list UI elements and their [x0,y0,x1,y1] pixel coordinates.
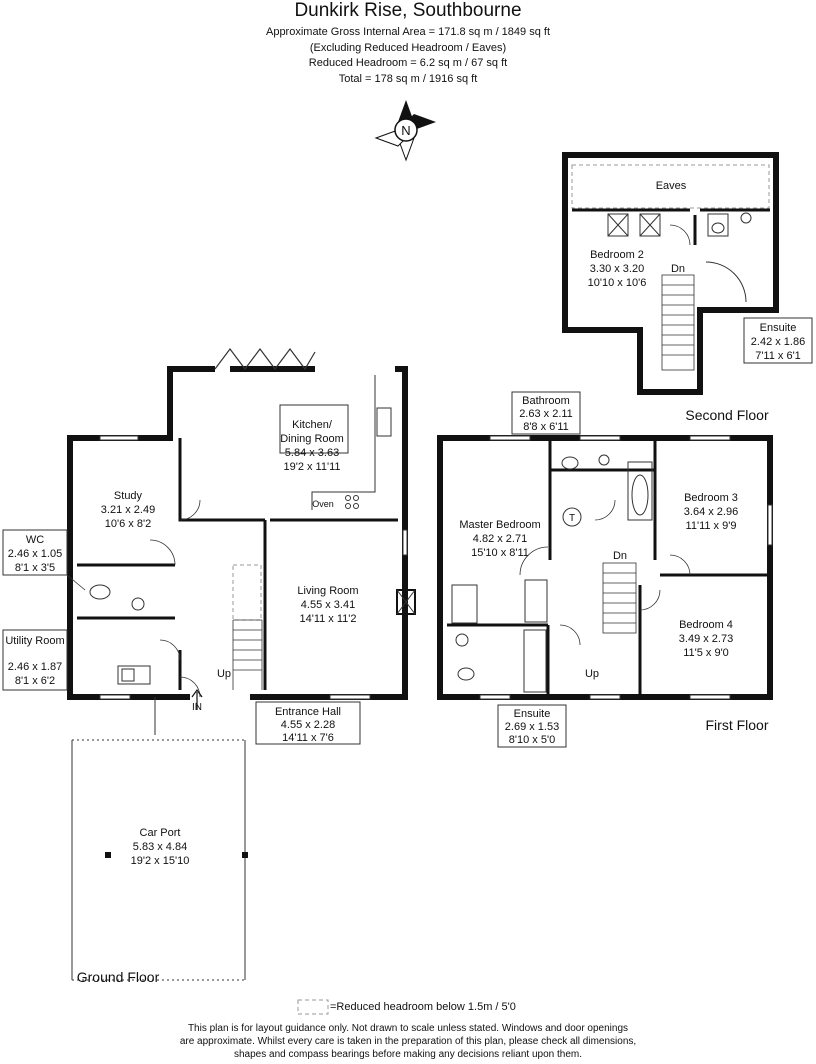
bedroom4-imperial: 11'5 x 9'0 [683,647,729,659]
master-metric: 4.82 x 2.71 [473,533,527,545]
second-floor-label: Second Floor [685,407,769,423]
first-floor-label: First Floor [706,717,769,733]
first-up-label: Up [585,668,599,680]
living-label: Living Room [297,585,358,597]
bathroom-imperial: 8'8 x 6'11 [523,421,569,433]
area-gross: Approximate Gross Internal Area = 171.8 … [265,26,550,38]
area-excluding: (Excluding Reduced Headroom / Eaves) [309,41,507,54]
utility-metric: 2.46 x 1.87 [8,661,62,673]
oven-label: Oven [312,499,334,509]
utility-imperial: 8'1 x 6'2 [15,675,55,687]
living-metric: 4.55 x 3.41 [301,599,355,611]
ground-floor [67,348,416,981]
carport-metric: 5.83 x 4.84 [133,841,187,853]
bedroom4-label: Bedroom 4 [679,619,733,631]
carport-label: Car Port [140,827,181,839]
disclaimer-line: are approximate. Whilst every care is ta… [179,1036,637,1047]
kitchen-metric: 5.84 x 3.63 [285,447,339,459]
entrance-in-label: IN [192,702,202,713]
ensuite2-imperial: 7'11 x 6'1 [755,350,801,362]
second-dn-label: Dn [671,263,685,275]
reduced-headroom-swatch [297,999,329,1015]
ground-up-label: Up [217,668,231,680]
kitchen-label-1: Kitchen/ [292,419,333,431]
second-floor [562,152,779,395]
utility-label: Utility Room [5,635,64,647]
bedroom3-label: Bedroom 3 [684,492,738,504]
ensuite1-label: Ensuite [514,708,551,720]
disclaimer-line: This plan is for layout guidance only. N… [187,1023,629,1034]
first-floor [437,435,773,700]
bedroom3-imperial: 11'11 x 9'9 [686,520,737,532]
hall-metric: 4.55 x 2.28 [281,719,335,731]
ensuite2-label: Ensuite [760,322,797,334]
plan-title: Dunkirk Rise, Southbourne [294,0,522,21]
disclaimer-line: shapes and compass bearings before makin… [234,1049,582,1060]
legend-text: =Reduced headroom below 1.5m / 5'0 [330,1001,516,1013]
area-reduced: Reduced Headroom = 6.2 sq m / 67 sq ft [308,57,508,70]
ensuite1-metric: 2.69 x 1.53 [505,721,559,733]
tank-label: T [569,513,575,524]
hall-imperial: 14'11 x 7'6 [282,732,334,744]
ground-floor-label: Ground Floor [77,969,160,985]
disclaimer: This plan is for layout guidance only. N… [120,1022,696,1061]
bathroom-metric: 2.63 x 2.11 [519,408,573,420]
bedroom2-label: Bedroom 2 [590,249,644,261]
hall-label: Entrance Hall [275,706,341,718]
study-label: Study [114,490,143,502]
living-imperial: 14'11 x 11'2 [299,613,356,625]
bedroom2-metric: 3.30 x 3.20 [590,263,644,275]
master-imperial: 15'10 x 8'11 [471,547,529,559]
kitchen-label-2: Dining Room [280,433,344,445]
bedroom4-metric: 3.49 x 2.73 [679,633,733,645]
eaves-label: Eaves [656,180,687,192]
wc-metric: 2.46 x 1.05 [8,548,62,560]
bedroom3-metric: 3.64 x 2.96 [684,506,738,518]
bedroom2-imperial: 10'10 x 10'6 [588,277,647,289]
carport-imperial: 19'2 x 15'10 [131,855,190,867]
study-metric: 3.21 x 2.49 [101,504,155,516]
compass-icon: N [374,100,436,162]
wc-imperial: 8'1 x 3'5 [15,562,55,574]
area-total: Total = 178 sq m / 1916 sq ft [338,72,478,85]
bathroom-label: Bathroom [522,395,570,407]
ensuite2-metric: 2.42 x 1.86 [751,336,805,348]
kitchen-imperial: 19'2 x 11'11 [283,461,340,473]
wc-label: WC [26,534,44,546]
study-imperial: 10'6 x 8'2 [105,518,151,530]
ensuite1-imperial: 8'10 x 5'0 [509,734,555,746]
master-label: Master Bedroom [459,519,540,531]
compass-letter: N [401,123,410,138]
first-dn-label: Dn [613,550,627,562]
